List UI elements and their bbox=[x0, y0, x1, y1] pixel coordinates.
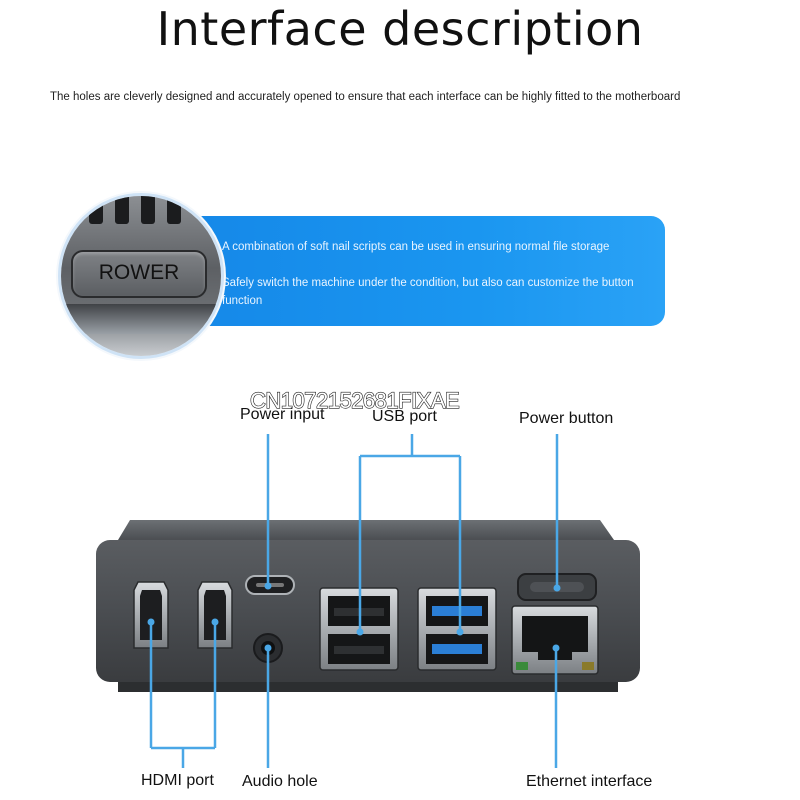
ethernet-port bbox=[511, 605, 599, 675]
page-subtitle: The holes are cleverly designed and accu… bbox=[50, 91, 681, 103]
label-power-button: Power button bbox=[519, 410, 614, 427]
callout-lines bbox=[147, 434, 561, 768]
hdmi-port-1 bbox=[133, 581, 169, 649]
banner-text-2: Safely switch the machine under the cond… bbox=[222, 277, 634, 307]
power-button-closeup: ROWER bbox=[58, 193, 224, 359]
label-power-input: Power input bbox=[240, 406, 325, 423]
vent-slot bbox=[167, 196, 181, 224]
power-button-closeup-key: ROWER bbox=[71, 250, 207, 298]
usb3-port-stack bbox=[417, 587, 497, 671]
vent-slot bbox=[115, 196, 129, 224]
feature-banner bbox=[185, 216, 665, 326]
page-title: Interface description bbox=[156, 2, 644, 56]
device-top bbox=[118, 520, 614, 540]
label-ethernet-interface: Ethernet interface bbox=[526, 773, 653, 790]
serial-watermark: CN1072152681FIXAE bbox=[249, 387, 460, 413]
vent-slot bbox=[89, 196, 103, 224]
label-usb-port: USB port bbox=[372, 408, 437, 425]
case-lip bbox=[61, 304, 221, 334]
vent-slot bbox=[141, 196, 155, 224]
power-button-closeup-label: ROWER bbox=[98, 261, 180, 284]
hdmi-port-2 bbox=[197, 581, 233, 649]
banner-text-1: A combination of soft nail scripts can b… bbox=[222, 241, 610, 253]
label-hdmi-port: HDMI port bbox=[141, 772, 214, 789]
label-audio-hole: Audio hole bbox=[242, 773, 318, 790]
